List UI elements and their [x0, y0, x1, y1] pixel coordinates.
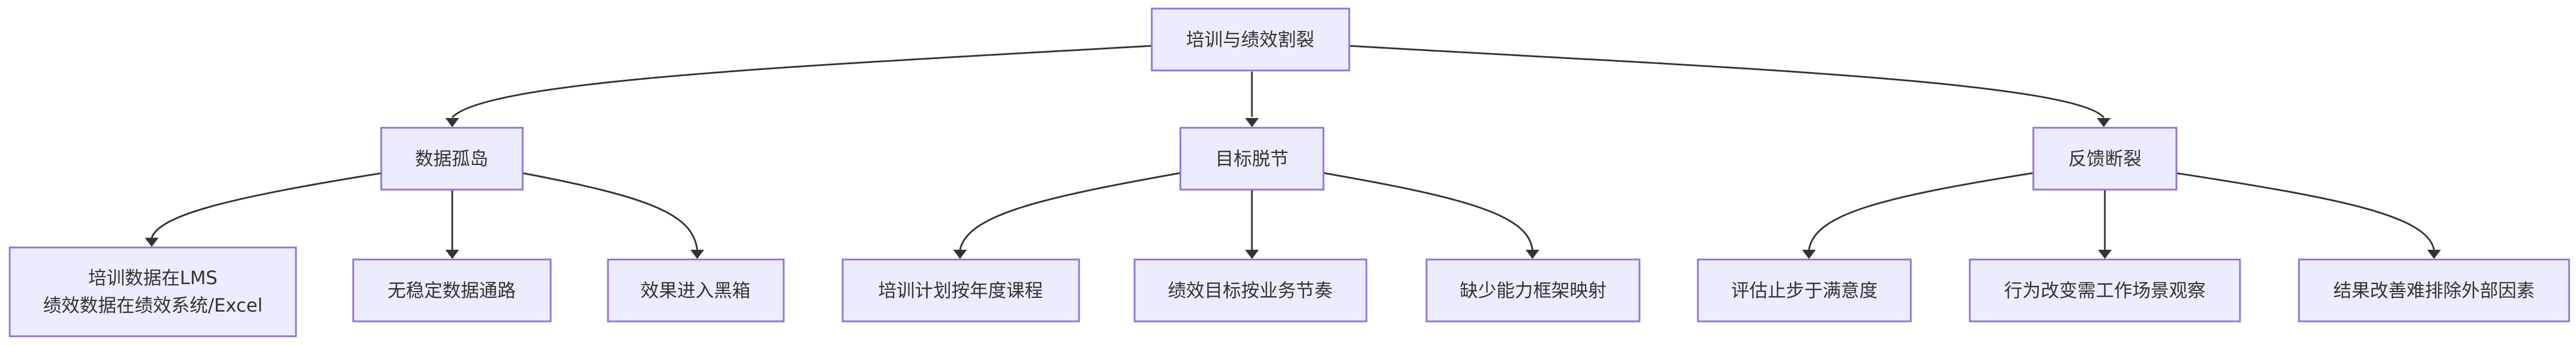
edge-branch-2-to-leaf-1 [959, 172, 1181, 250]
root-node-label: 培训与绩效割裂 [1186, 29, 1314, 50]
leaf-node-3-2[interactable]: 行为改变需工作场景观察 [1969, 258, 2241, 323]
leaf-node-3-1[interactable]: 评估止步于满意度 [1697, 258, 1912, 323]
arrowhead-branch-3 [2097, 118, 2111, 127]
arrowhead-leaf-1-2 [445, 250, 459, 259]
leaf-node-1-1[interactable]: 培训数据在LMS 绩效数据在绩效系统/Excel [9, 246, 297, 337]
edge-branch-2-to-leaf-3 [1323, 172, 1534, 250]
leaf-node-1-2-label: 无稳定数据通路 [388, 280, 516, 301]
leaf-node-1-2[interactable]: 无稳定数据通路 [352, 258, 552, 323]
edge-root-to-branch-1 [451, 45, 1152, 119]
leaf-node-2-2-label: 绩效目标按业务节奏 [1168, 280, 1333, 301]
edge-root-to-branch-3 [1349, 45, 2105, 118]
edge-branch-1-to-leaf-1 [151, 172, 383, 238]
arrowhead-branch-1 [445, 118, 459, 127]
arrowhead-leaf-2-3 [1526, 250, 1539, 259]
node-label-line: 培训数据在LMS [88, 267, 218, 289]
arrowheads [145, 118, 2441, 259]
edge-branch-3-to-leaf-3 [2175, 172, 2435, 250]
arrowhead-leaf-1-1 [145, 238, 159, 247]
edge-branch-1-to-leaf-3 [521, 172, 698, 250]
edge-branch-3-to-leaf-1 [1808, 172, 2034, 250]
branch-node-3-label: 反馈断裂 [2068, 148, 2142, 170]
leaf-node-3-3-label: 结果改善难排除外部因素 [2333, 280, 2535, 301]
leaf-node-3-3[interactable]: 结果改善难排除外部因素 [2298, 258, 2570, 323]
leaf-node-1-1-label: 培训数据在LMS 绩效数据在绩效系统/Excel [43, 267, 263, 316]
arrowhead-leaf-2-2 [1245, 250, 1259, 259]
leaf-node-1-3-label: 效果进入黑箱 [641, 280, 750, 301]
branch-node-2[interactable]: 目标脱节 [1179, 127, 1325, 191]
arrowhead-leaf-2-1 [953, 250, 967, 259]
branch-node-1[interactable]: 数据孤岛 [380, 127, 524, 191]
edges-root [451, 45, 2105, 119]
branch-node-3[interactable]: 反馈断裂 [2032, 127, 2178, 191]
leaf-node-3-2-label: 行为改变需工作场景观察 [2004, 280, 2206, 301]
root-node[interactable]: 培训与绩效割裂 [1151, 7, 1350, 72]
leaf-node-2-2[interactable]: 绩效目标按业务节奏 [1133, 258, 1368, 323]
leaf-node-2-3[interactable]: 缺少能力框架映射 [1425, 258, 1641, 323]
branch-node-2-label: 目标脱节 [1215, 148, 1289, 170]
edges-leaves [151, 172, 2435, 250]
arrowhead-leaf-3-3 [2427, 250, 2441, 259]
arrowhead-branch-2 [1245, 118, 1259, 127]
arrowhead-leaf-1-3 [690, 250, 704, 259]
leaf-node-1-3[interactable]: 效果进入黑箱 [607, 258, 785, 323]
branch-node-1-label: 数据孤岛 [415, 148, 488, 170]
leaf-node-2-3-label: 缺少能力框架映射 [1460, 280, 1606, 301]
arrowhead-leaf-3-2 [2098, 250, 2112, 259]
leaf-node-2-1-label: 培训计划按年度课程 [878, 280, 1043, 301]
node-label-line: 绩效数据在绩效系统/Excel [43, 294, 263, 316]
leaf-node-3-1-label: 评估止步于满意度 [1731, 280, 1878, 301]
arrowhead-leaf-3-1 [1802, 250, 1816, 259]
leaf-node-2-1[interactable]: 培训计划按年度课程 [841, 258, 1080, 323]
